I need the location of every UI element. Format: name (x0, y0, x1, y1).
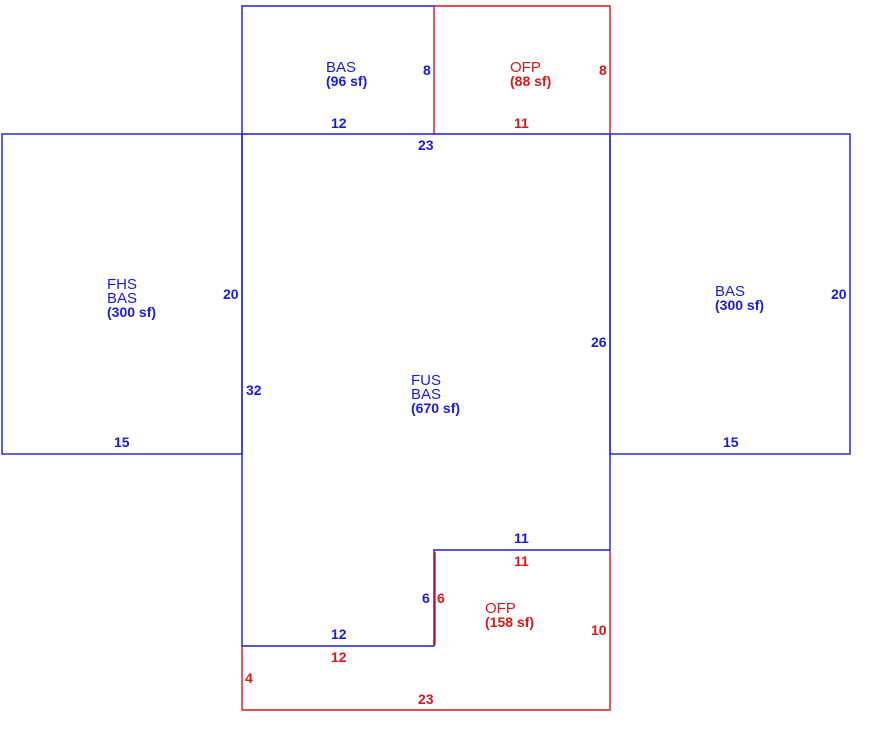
dim-main-right: 26 (591, 334, 607, 350)
area-label-top-ofp: OFP (88 sf) (510, 59, 551, 89)
area-size: (300 sf) (715, 297, 764, 313)
area-code: OFP (485, 600, 516, 617)
area-code: FUS (411, 372, 441, 389)
area-size: (300 sf) (107, 304, 156, 320)
dim-top-bas-bottom: 12 (331, 115, 347, 131)
dim-notch-side-red: 6 (437, 590, 445, 606)
bottom-ofp-outline (241, 550, 611, 711)
area-label-main: FUS BAS (670 sf) (411, 372, 460, 416)
dim-porch-bottom: 23 (418, 691, 434, 707)
area-size: (96 sf) (326, 73, 367, 89)
dim-bottom-red: 12 (331, 649, 347, 665)
dim-right-bottom: 15 (723, 434, 739, 450)
top-bas-outline (241, 5, 434, 134)
dim-main-top: 23 (418, 137, 434, 153)
dim-right-right: 20 (831, 286, 847, 302)
area-code: FHS (107, 276, 137, 293)
dim-notch-top-red: 11 (514, 553, 529, 569)
dim-bottom-blue: 12 (331, 626, 347, 642)
dim-top-ofp-bottom: 11 (514, 115, 529, 131)
area-label-left: FHS BAS (300 sf) (107, 276, 156, 320)
area-size: (88 sf) (510, 73, 551, 89)
area-size: (158 sf) (485, 614, 534, 630)
dim-notch-top-blue: 11 (514, 530, 529, 546)
area-label-bottom-ofp: OFP (158 sf) (485, 600, 534, 630)
dim-top-ofp-right: 8 (599, 62, 607, 78)
dim-top-bas-right: 8 (423, 62, 431, 78)
dim-porch-left: 4 (245, 670, 253, 686)
area-code: BAS (411, 386, 441, 403)
area-code: BAS (715, 283, 745, 300)
area-label-right: BAS (300 sf) (715, 283, 764, 313)
top-ofp-outline (433, 5, 611, 134)
area-size: (670 sf) (411, 400, 460, 416)
dim-ofp-right: 10 (591, 622, 607, 638)
area-code: BAS (326, 59, 356, 76)
area-code: BAS (107, 290, 137, 307)
dim-left-bottom: 15 (114, 434, 130, 450)
dim-left-right: 20 (223, 286, 239, 302)
area-label-top-bas: BAS (96 sf) (326, 59, 367, 89)
dim-main-left: 32 (246, 382, 262, 398)
area-code: OFP (510, 59, 541, 76)
dim-notch-side-blue: 6 (422, 590, 430, 606)
